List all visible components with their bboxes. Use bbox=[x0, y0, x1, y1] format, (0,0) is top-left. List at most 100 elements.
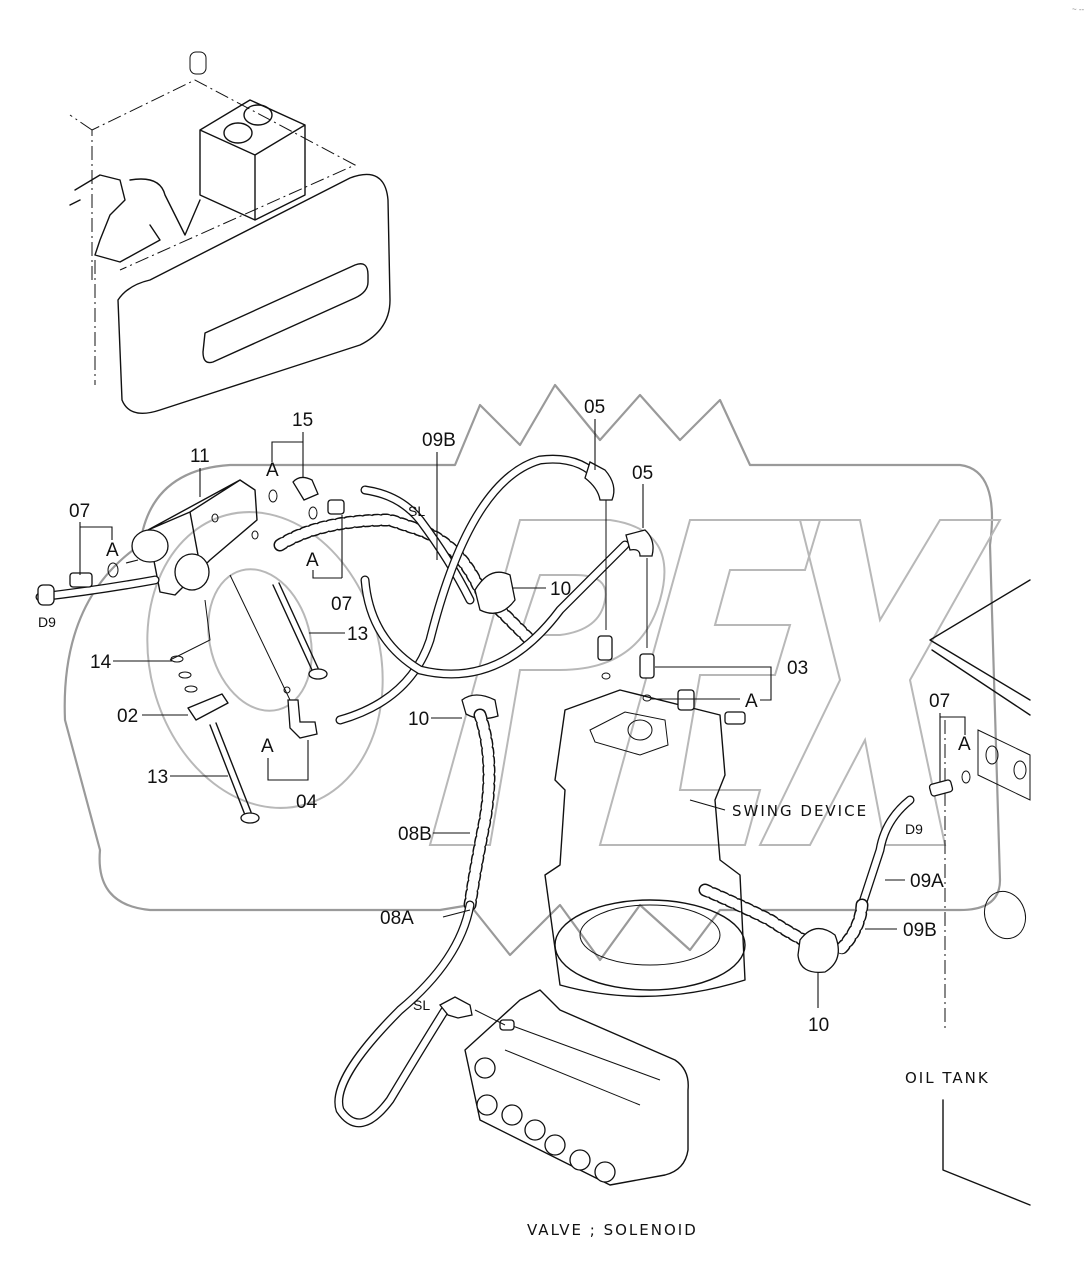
leader-swing-device bbox=[689, 799, 726, 811]
elbow-05-left bbox=[584, 461, 615, 501]
watermark-letter-o-inner bbox=[207, 568, 313, 712]
callout-03: 03 bbox=[787, 658, 808, 679]
machine-frame-lines bbox=[69, 79, 357, 385]
solenoid-valve-assembly bbox=[35, 476, 345, 824]
bolt-13-upper bbox=[272, 582, 319, 671]
oring-a-lower bbox=[283, 686, 291, 694]
elbow-adapter-04 bbox=[287, 699, 318, 739]
hose-end-d9-left bbox=[37, 584, 55, 606]
callout-a-top: A bbox=[266, 460, 279, 481]
callout-10-middle: 10 bbox=[408, 709, 429, 730]
swing-device bbox=[544, 689, 746, 998]
oring-a-middle bbox=[308, 506, 318, 520]
pillar-cap bbox=[189, 51, 207, 75]
callout-a-left: A bbox=[106, 540, 119, 561]
leader-15 bbox=[271, 432, 304, 478]
callout-a-middle: A bbox=[306, 550, 319, 571]
leader-07-middle bbox=[312, 515, 343, 579]
callout-a-lower: A bbox=[261, 736, 274, 757]
callout-13-upper: 13 bbox=[347, 624, 368, 645]
clamp-10-lower-right bbox=[797, 928, 839, 974]
captions: SWING DEVICE OIL TANK VALVE ; SOLENOID ~… bbox=[527, 5, 1085, 1239]
callout-08b: 08B bbox=[398, 824, 432, 845]
oring-swing-left bbox=[601, 672, 611, 680]
oil-tank-port-plate bbox=[977, 729, 1031, 801]
callout-labels: 11 15 07 D9 A A A 07 13 14 02 13 A 04 09… bbox=[38, 397, 971, 1036]
callout-15: 15 bbox=[292, 410, 313, 431]
solenoid-cluster-small bbox=[69, 174, 201, 263]
callout-09a: 09A bbox=[910, 871, 944, 892]
valve-port-2 bbox=[251, 530, 259, 540]
oring-a-top bbox=[268, 489, 278, 503]
elbow-15 bbox=[292, 476, 319, 501]
counterweight bbox=[117, 173, 391, 414]
valve-coil-2 bbox=[174, 553, 210, 591]
swing-device-port bbox=[627, 719, 653, 741]
callout-14: 14 bbox=[90, 652, 112, 673]
adapter-left-swing bbox=[597, 635, 613, 661]
clamp-10-upper bbox=[474, 571, 516, 614]
valve-spool-6 bbox=[569, 1149, 591, 1171]
callout-d9-left: D9 bbox=[38, 614, 56, 630]
callout-09b-upper: 09B bbox=[422, 430, 456, 451]
oil-tank-inspection-cover bbox=[983, 890, 1027, 940]
oring-14-2 bbox=[178, 671, 192, 679]
leader-lines bbox=[79, 419, 966, 1008]
watermark-gear-outline bbox=[63, 383, 1002, 962]
watermark-letter-e bbox=[598, 519, 822, 846]
oil-tank-port-2 bbox=[1013, 760, 1027, 780]
bracket-02 bbox=[187, 693, 229, 721]
callout-d9-oil-tank: D9 bbox=[905, 821, 923, 837]
callout-02: 02 bbox=[117, 706, 138, 727]
watermark-letter-x bbox=[758, 519, 1002, 846]
callout-a-oil-tank: A bbox=[958, 734, 971, 755]
valve-block-body bbox=[464, 989, 689, 1186]
swing-device-base-inner bbox=[579, 904, 721, 966]
leader-08a bbox=[442, 909, 471, 918]
callout-a-swing: A bbox=[745, 691, 758, 712]
callout-10-upper: 10 bbox=[550, 579, 571, 600]
oring-14-3 bbox=[184, 685, 198, 693]
valve-spool-5 bbox=[544, 1134, 566, 1156]
valve-block-leader bbox=[474, 1009, 506, 1026]
hose-05-leader-lines bbox=[605, 500, 648, 648]
battery-box bbox=[199, 99, 306, 221]
callout-08a: 08A bbox=[380, 908, 414, 929]
valve-body-11 bbox=[147, 479, 258, 596]
swing-device-flange-plate bbox=[589, 711, 669, 756]
adapter-07-left bbox=[69, 572, 93, 588]
adapter-07-oil-tank bbox=[928, 779, 954, 797]
swing-device-top-fitting bbox=[677, 689, 695, 711]
adapter-07-middle bbox=[327, 499, 345, 515]
swing-device-base-flange bbox=[554, 899, 746, 991]
oring-a-left bbox=[107, 562, 119, 578]
callout-04: 04 bbox=[296, 792, 318, 813]
callout-sl-upper: SL bbox=[408, 503, 425, 519]
caption-swing-device: SWING DEVICE bbox=[732, 802, 868, 820]
callout-10-lower-right: 10 bbox=[808, 1015, 829, 1036]
callout-07-middle: 07 bbox=[331, 594, 352, 615]
callout-05-left: 05 bbox=[584, 397, 605, 418]
callout-sl-lower: SL bbox=[413, 997, 430, 1013]
valve-block-ridge bbox=[504, 1024, 661, 1106]
swing-device-side-fitting bbox=[724, 711, 746, 725]
corner-mark: ~ -- bbox=[1072, 5, 1085, 14]
oring-a-oil-tank bbox=[961, 770, 971, 784]
leader-04 bbox=[267, 740, 309, 781]
hose-end-sl-lower bbox=[439, 996, 473, 1019]
adapter-03 bbox=[639, 653, 655, 679]
leader-07-left bbox=[79, 522, 113, 575]
bolt-13-upper-head bbox=[308, 668, 328, 680]
caption-valve-solenoid: VALVE ; SOLENOID bbox=[527, 1221, 698, 1239]
callout-13-lower: 13 bbox=[147, 767, 168, 788]
leader-03 bbox=[651, 666, 772, 701]
callout-07-left: 07 bbox=[69, 501, 90, 522]
callout-09b-right: 09B bbox=[903, 920, 937, 941]
machine-body bbox=[69, 51, 391, 414]
bolt-13-lower bbox=[209, 722, 252, 816]
elbow-05-right bbox=[625, 529, 654, 557]
caption-oil-tank: OIL TANK bbox=[905, 1069, 990, 1087]
hoses-middle bbox=[273, 454, 832, 1128]
valve-spool-7 bbox=[594, 1161, 616, 1183]
